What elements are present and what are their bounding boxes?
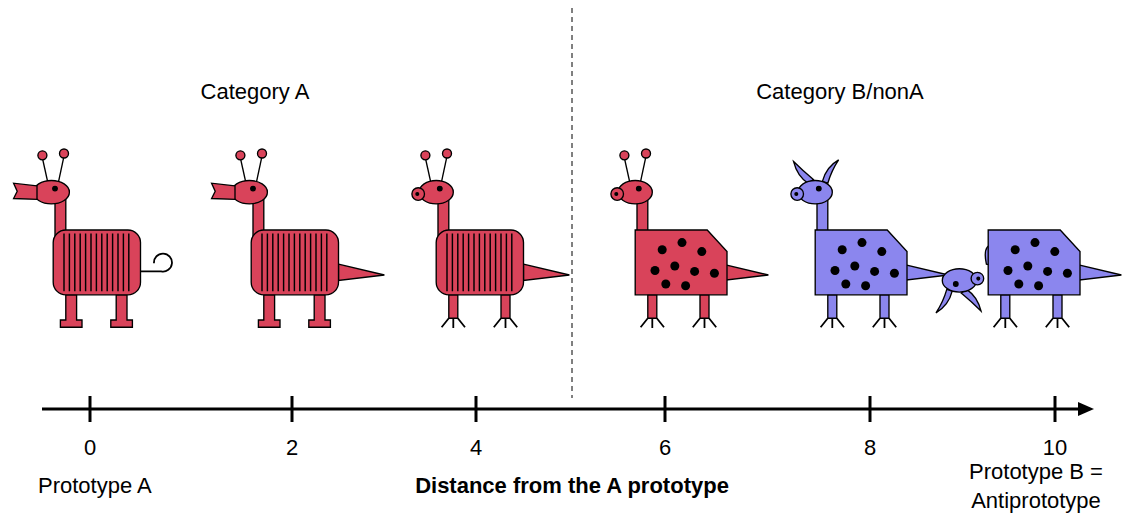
- category-label: Category B/nonA: [756, 78, 924, 107]
- endpoint-label: Prototype B = Antiprototype: [950, 458, 1122, 515]
- creature-antiprototype: [936, 230, 1121, 328]
- distance-axis: [42, 396, 1080, 422]
- creature-prototype-a: [14, 149, 172, 327]
- creature-6: [611, 149, 769, 328]
- category-label: Category A: [201, 78, 310, 107]
- tick-label: 4: [470, 434, 482, 463]
- axis-title: Distance from the A prototype: [415, 472, 729, 501]
- endpoint-label: Prototype A: [38, 472, 152, 501]
- category-boundary: [572, 8, 573, 398]
- creature-2: [212, 149, 385, 327]
- tick-label: 2: [286, 434, 298, 463]
- axis-arrowhead: [1078, 402, 1094, 416]
- tick-label: 6: [659, 434, 671, 463]
- creature-8: [791, 160, 949, 328]
- tick-label: 8: [864, 434, 876, 463]
- tick-label: 10: [1043, 434, 1067, 463]
- tick-label: 0: [84, 434, 96, 463]
- creature-4: [412, 149, 570, 328]
